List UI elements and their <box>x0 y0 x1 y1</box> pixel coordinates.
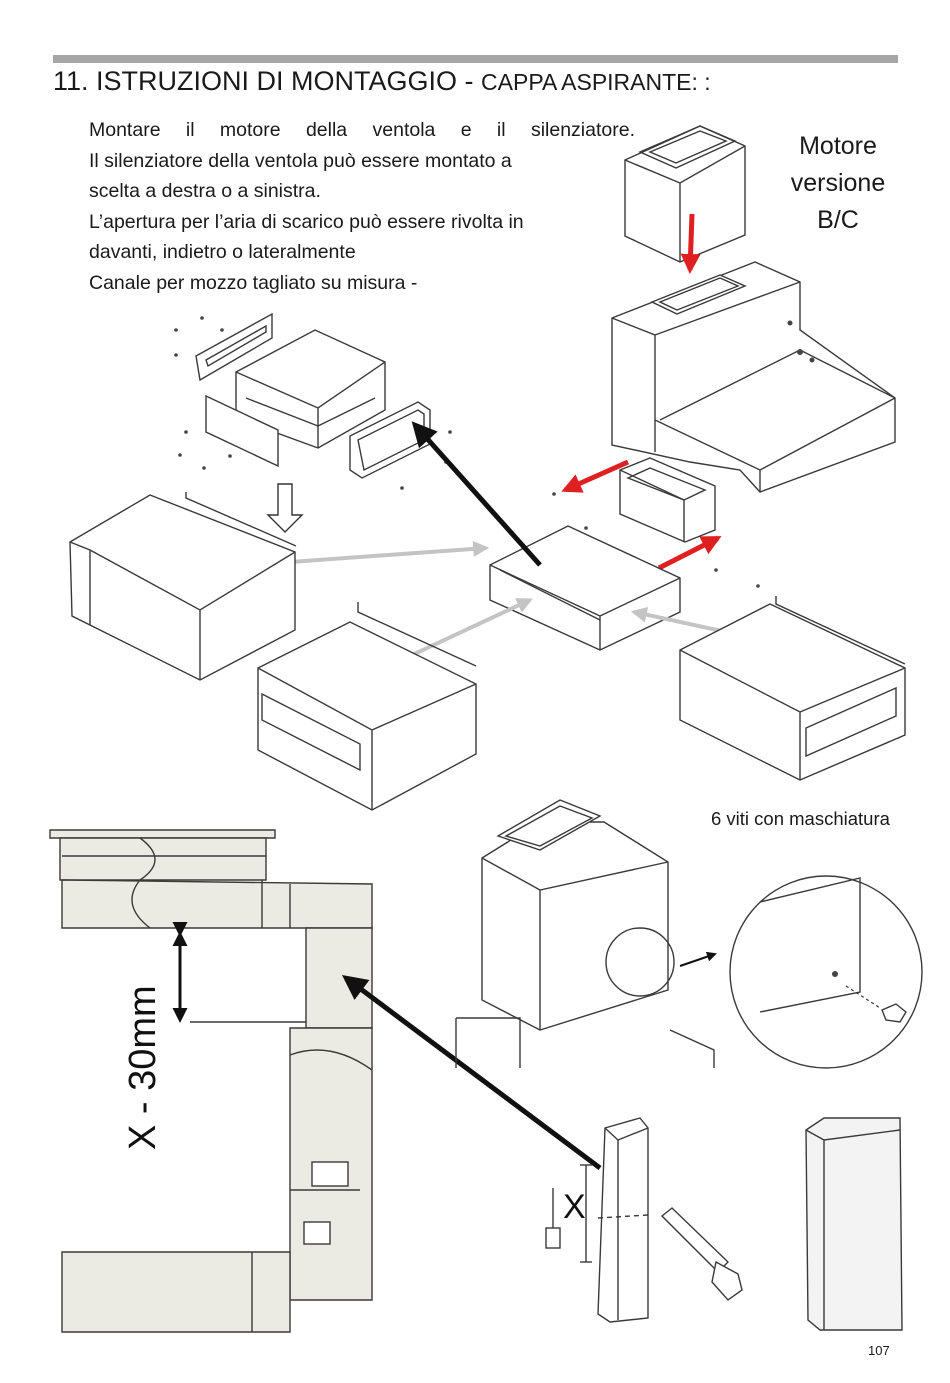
motor-label-line: Motore <box>799 132 877 160</box>
screw-note: 6 viti con maschiatura <box>711 808 890 829</box>
header-rule <box>53 55 898 63</box>
cross-section-drawing <box>49 829 373 1333</box>
intro-line: davanti, indietro o lateralmente <box>89 241 356 263</box>
motor-label-line: versione <box>790 169 886 197</box>
intro-line: Il silenziatore della ventola può essere… <box>89 149 512 172</box>
title-sub: CAPPA ASPIRANTE: : <box>481 69 711 95</box>
silencer-box-right <box>679 596 906 781</box>
dimension-label-x: X <box>563 1188 586 1226</box>
saw-icon <box>660 1207 743 1301</box>
exhaust-adapter <box>619 457 716 543</box>
intro-text: Montare il motore della ventola e il sil… <box>89 115 635 298</box>
black-arrow-to-section <box>341 975 602 1171</box>
page-title: 11. ISTRUZIONI DI MONTAGGIO - CAPPA ASPI… <box>53 66 711 97</box>
silencer-exploded <box>195 312 431 479</box>
intro-line: scelta a destra o a sinistra. <box>89 180 321 202</box>
motor-label-line: B/C <box>817 206 859 234</box>
red-arrow-right <box>657 535 722 571</box>
black-arrow-up <box>411 421 542 567</box>
red-arrow-down <box>680 213 701 274</box>
intro-line: Canale per mozzo tagliato su misura - <box>89 271 418 294</box>
intro-line: Montare il motore della ventola e il sil… <box>89 119 635 141</box>
dimension-label-x-30mm: X - 30mm <box>122 985 164 1150</box>
page-number: 107 <box>868 1343 890 1358</box>
red-arrow-left <box>561 459 630 493</box>
duct-piece <box>545 1117 649 1323</box>
motor-detail-view <box>455 799 923 1069</box>
silencer-box-middle <box>257 602 477 811</box>
outline-arrow-down <box>266 483 304 533</box>
title-main: 11. ISTRUZIONI DI MONTAGGIO - <box>53 66 482 96</box>
duct-cover <box>805 1117 903 1331</box>
motor-fan-unit <box>611 125 896 493</box>
silencer-box-left <box>69 492 297 681</box>
intro-line: L’apertura per l’aria di scarico può ess… <box>89 210 524 233</box>
motor-version-label: Motore versione B/C <box>778 128 898 239</box>
